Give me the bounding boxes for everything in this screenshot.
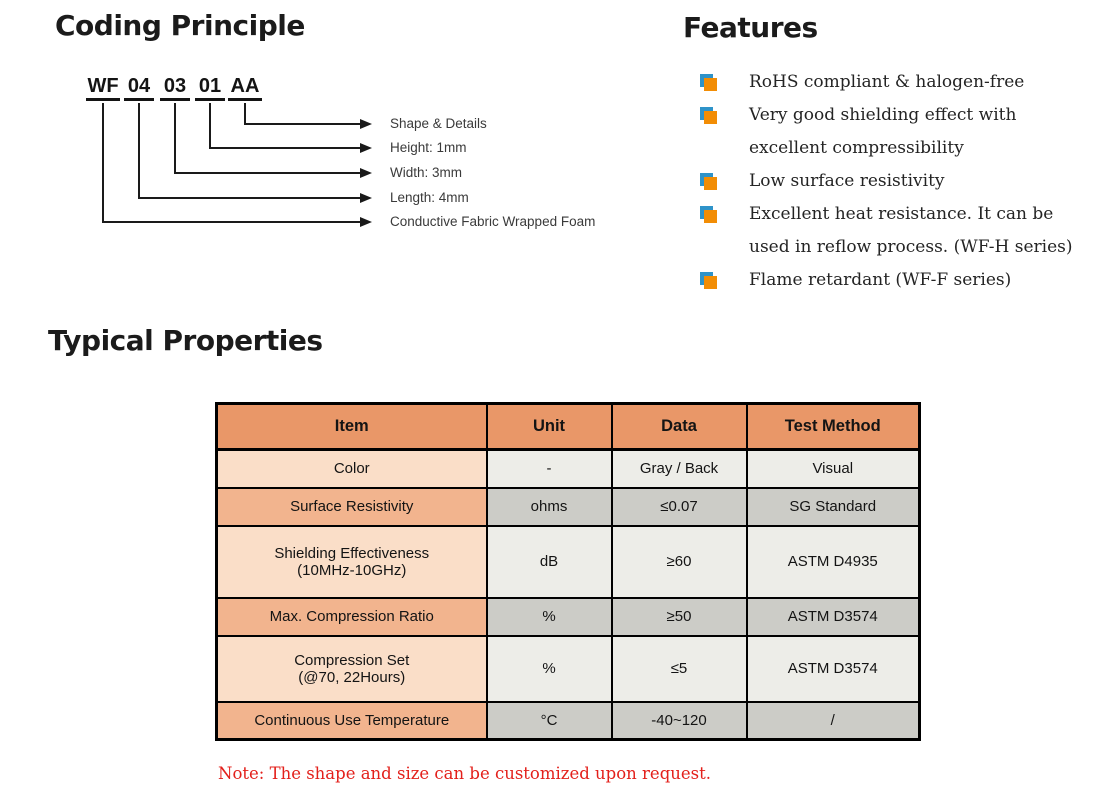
square-bullet-icon	[700, 272, 717, 289]
cell-test-method: ASTM D4935	[745, 524, 921, 599]
column-header-item: Item	[215, 402, 488, 451]
feature-text: Flame retardant (WF-F series)	[749, 270, 1012, 290]
feature-text: Excellent heat resistance. It can be use…	[749, 204, 1073, 257]
cell-unit: dB	[485, 524, 613, 599]
cell-item: Max. Compression Ratio	[215, 596, 488, 637]
column-header-test-method: Test Method	[745, 402, 921, 451]
table-row: Max. Compression Ratio % ≥50 ASTM D3574	[215, 596, 921, 637]
table-row: Continuous Use Temperature °C -40~120 /	[215, 700, 921, 741]
cell-unit: %	[485, 634, 613, 703]
arrowhead-icon	[360, 119, 372, 129]
feature-item: RoHS compliant & halogen-free	[700, 66, 1120, 99]
feature-item: Low surface resistivity	[700, 165, 1120, 198]
code-segment-wf: WF	[86, 74, 120, 101]
branch-line	[244, 103, 361, 125]
code-segment-height: 01	[195, 74, 225, 101]
cell-data: ≤5	[610, 634, 748, 703]
feature-item: Excellent heat resistance. It can be use…	[700, 198, 1120, 264]
square-bullet-icon	[700, 107, 717, 124]
arrowhead-icon	[360, 193, 372, 203]
cell-data: ≥50	[610, 596, 748, 637]
cell-item: Continuous Use Temperature	[215, 700, 488, 741]
table-header-row: Item Unit Data Test Method	[215, 402, 921, 451]
code-segment-length: 04	[124, 74, 154, 101]
cell-data: Gray / Back	[610, 448, 748, 489]
features-list: RoHS compliant & halogen-free Very good …	[700, 66, 1120, 297]
feature-text: Very good shielding effect with excellen…	[749, 105, 1017, 158]
square-bullet-icon	[700, 173, 717, 190]
feature-item: Very good shielding effect with excellen…	[700, 99, 1120, 165]
cell-unit: -	[485, 448, 613, 489]
cell-test-method: ASTM D3574	[745, 634, 921, 703]
code-segment-shape: AA	[228, 74, 262, 101]
table-row: Compression Set (@70, 22Hours) % ≤5 ASTM…	[215, 634, 921, 703]
table-row: Shielding Effectiveness (10MHz-10GHz) dB…	[215, 524, 921, 599]
customization-note: Note: The shape and size can be customiz…	[218, 764, 711, 783]
table-row: Color - Gray / Back Visual	[215, 448, 921, 489]
cell-test-method: ASTM D3574	[745, 596, 921, 637]
arrowhead-icon	[360, 143, 372, 153]
cell-data: ≥60	[610, 524, 748, 599]
feature-text: Low surface resistivity	[749, 171, 945, 191]
column-header-data: Data	[610, 402, 748, 451]
features-title: Features	[683, 11, 818, 44]
cell-item: Shielding Effectiveness (10MHz-10GHz)	[215, 524, 488, 599]
branch-label-height: Height: 1mm	[390, 140, 467, 155]
cell-item: Compression Set (@70, 22Hours)	[215, 634, 488, 703]
branch-label-width: Width: 3mm	[390, 165, 463, 180]
square-bullet-icon	[700, 74, 717, 91]
square-bullet-icon	[700, 206, 717, 223]
cell-item: Color	[215, 448, 488, 489]
cell-unit: ohms	[485, 486, 613, 527]
cell-test-method: Visual	[745, 448, 921, 489]
cell-data: ≤0.07	[610, 486, 748, 527]
cell-unit: %	[485, 596, 613, 637]
properties-table: Item Unit Data Test Method Color - Gray …	[215, 402, 921, 741]
feature-text: RoHS compliant & halogen-free	[749, 72, 1025, 92]
cell-data: -40~120	[610, 700, 748, 741]
branch-line	[174, 103, 361, 174]
branch-label-shape: Shape & Details	[390, 116, 487, 131]
coding-principle-title: Coding Principle	[55, 9, 305, 42]
code-segment-width: 03	[160, 74, 190, 101]
branch-label-material: Conductive Fabric Wrapped Foam	[390, 214, 596, 229]
arrowhead-icon	[360, 217, 372, 227]
branch-line	[102, 103, 361, 223]
branch-line	[138, 103, 361, 199]
cell-test-method: /	[745, 700, 921, 741]
coding-tree-lines	[102, 103, 372, 227]
feature-item: Flame retardant (WF-F series)	[700, 264, 1120, 297]
cell-item: Surface Resistivity	[215, 486, 488, 527]
cell-unit: °C	[485, 700, 613, 741]
branch-line	[209, 103, 361, 149]
table-row: Surface Resistivity ohms ≤0.07 SG Standa…	[215, 486, 921, 527]
column-header-unit: Unit	[485, 402, 613, 451]
arrowhead-icon	[360, 168, 372, 178]
cell-test-method: SG Standard	[745, 486, 921, 527]
typical-properties-title: Typical Properties	[48, 324, 323, 357]
branch-label-length: Length: 4mm	[390, 190, 469, 205]
